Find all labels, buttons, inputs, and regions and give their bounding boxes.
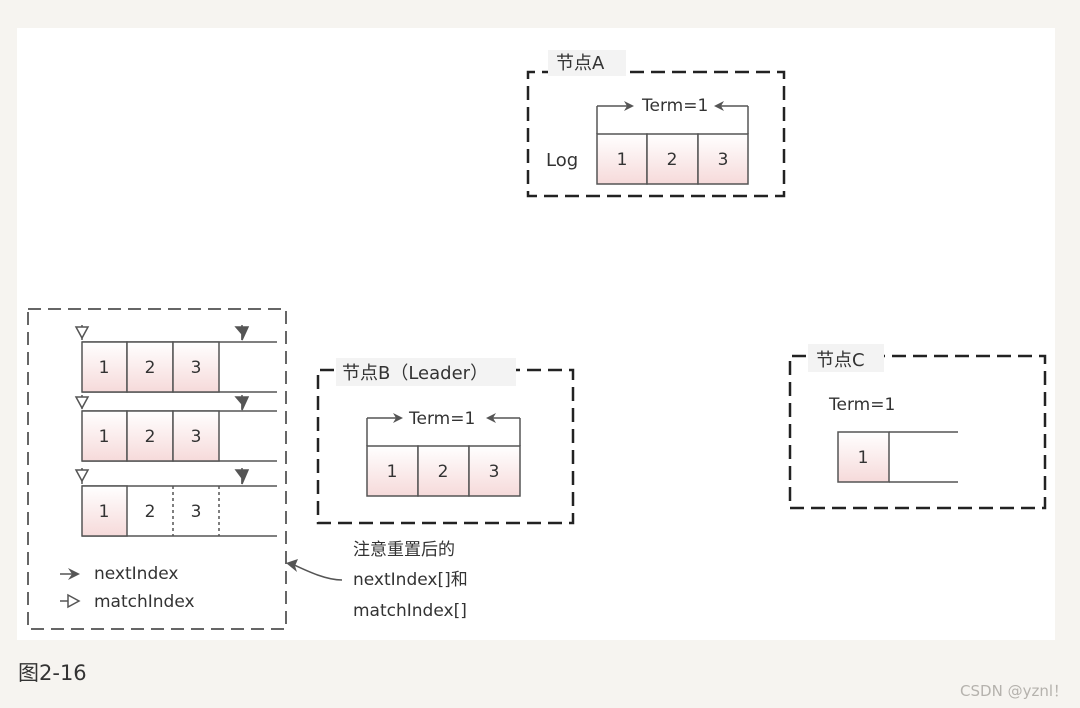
legend-match-index: matchIndex [94, 592, 195, 612]
node-c-title: 节点C [816, 350, 865, 371]
log-entry-index: 3 [191, 427, 202, 447]
note-line-3: matchIndex[] [353, 601, 467, 621]
next-index-arrow [234, 469, 250, 485]
log-entry-cell [126, 410, 174, 462]
figure-caption: 图2-16 [18, 661, 87, 685]
note-pointer-arrow-icon [286, 559, 298, 572]
follower-log-row: 1 2 3 [74, 468, 277, 537]
log-entry-cell [468, 445, 521, 497]
match-index-arrow [74, 469, 90, 483]
node-a-term-label: Term=1 [641, 96, 708, 116]
log-entry-cell [646, 133, 699, 185]
node-b: 节点B（Leader） Term=1 1 2 3 [316, 358, 575, 525]
note-line-2: nextIndex[]和 [353, 570, 468, 590]
node-b-term-label: Term=1 [408, 409, 475, 429]
watermark: CSDN @yznl！ [960, 682, 1068, 700]
log-entry-cell [172, 410, 220, 462]
diagram-canvas [17, 28, 1055, 640]
follower-log-row: 1 2 3 [74, 395, 277, 462]
node-a-border [526, 70, 786, 198]
log-entry-cell [417, 445, 470, 497]
leader-index-panel: 1 2 3 1 2 3 [27, 308, 287, 630]
log-entry-cell [366, 445, 419, 497]
log-entry-index: 1 [99, 502, 110, 522]
log-entry-cell [172, 341, 220, 393]
next-index-legend-icon [68, 568, 80, 580]
log-entry-cell [697, 133, 749, 185]
match-index-arrow [74, 326, 90, 340]
log-entry-index: 2 [145, 502, 156, 522]
log-entry-cell [596, 133, 648, 185]
log-entry-cell [837, 431, 890, 483]
follower-log-row: 1 2 3 [74, 325, 277, 393]
log-entry-index: 2 [145, 427, 156, 447]
log-entry-index: 1 [858, 448, 869, 468]
log-entry-index: 2 [667, 150, 678, 170]
log-entry-index: 1 [387, 462, 398, 482]
note-line-1: 注意重置后的 [353, 540, 455, 560]
match-index-arrow [74, 396, 90, 410]
log-entry-index: 1 [99, 427, 110, 447]
log-entry-cell [81, 485, 128, 537]
match-index-legend-icon [67, 593, 81, 609]
legend: nextIndex matchIndex [60, 564, 195, 612]
node-a-title: 节点A [556, 53, 605, 74]
log-entry-index: 3 [718, 150, 729, 170]
log-entry-cell [81, 410, 128, 462]
log-entry-index: 2 [438, 462, 449, 482]
node-c-term-label: Term=1 [828, 395, 895, 415]
log-entry-index: 3 [489, 462, 500, 482]
log-entry-index: 2 [145, 358, 156, 378]
next-index-arrow [234, 396, 250, 411]
node-c-border [788, 354, 1047, 510]
log-entry-cell [126, 341, 174, 393]
node-a: 节点A Term=1 Log 1 2 3 [526, 50, 786, 198]
node-c: 节点C Term=1 1 [788, 344, 1047, 510]
node-b-title: 节点B（Leader） [342, 363, 488, 384]
log-entry-index: 1 [99, 358, 110, 378]
log-entry-index: 3 [191, 358, 202, 378]
reset-note: 注意重置后的 nextIndex[]和 matchIndex[] [286, 540, 468, 621]
node-b-border [316, 368, 575, 525]
log-entry-index: 1 [617, 150, 628, 170]
leader-index-panel-border [27, 308, 287, 630]
node-a-log-label: Log [546, 150, 578, 171]
next-index-arrow [234, 326, 250, 341]
note-pointer-line [291, 563, 343, 581]
log-entry-index: 3 [191, 502, 202, 522]
legend-next-index: nextIndex [94, 564, 178, 584]
